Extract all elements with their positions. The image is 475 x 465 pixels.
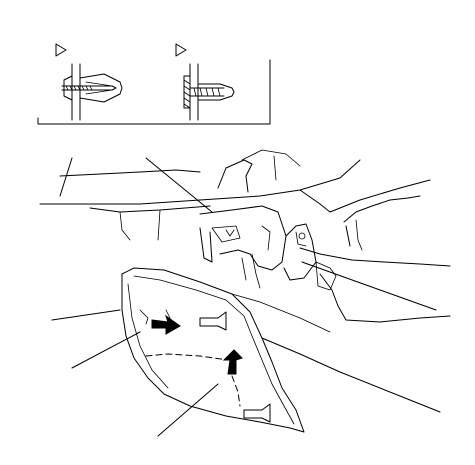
arrow-shape (151, 314, 181, 335)
clip-leg (85, 81, 113, 95)
dash-top-edge (59, 169, 201, 177)
dashboard-upper (39, 149, 431, 241)
cover-outline (121, 267, 305, 433)
callout-leader-6 (301, 261, 437, 311)
console-top (343, 195, 421, 223)
shelf-line-upper (231, 293, 331, 333)
clip-body (79, 73, 123, 103)
console-edge (299, 179, 431, 213)
pin-hatching (193, 87, 221, 97)
callout-leader-4 (71, 331, 141, 369)
callout-leader-5 (157, 383, 219, 437)
dash-vent-top (241, 149, 301, 167)
head-hatching (183, 79, 191, 109)
console-latch (315, 261, 337, 291)
callout-leader-2 (145, 157, 213, 213)
solid-up-arrow-icon (222, 349, 243, 375)
bracket-right (283, 223, 317, 281)
console-panel-top (299, 247, 451, 267)
shelf-line (261, 337, 441, 413)
console-post (345, 225, 351, 247)
cover-left-edge (127, 283, 169, 389)
callout-leader-3 (51, 309, 121, 321)
callout-leaders (51, 157, 437, 437)
outline-arrow-icon (243, 403, 271, 423)
clip-panel-left (55, 43, 123, 121)
bracket-arm-left (199, 227, 213, 263)
cover-inner-edge (133, 275, 295, 425)
callout-leader-1 (59, 157, 73, 197)
clip-head (63, 75, 73, 101)
dash-seam (273, 155, 277, 181)
center-bracket (199, 205, 317, 289)
clip-detail-inset (37, 43, 271, 125)
bracket-body (199, 205, 287, 271)
dash-vent (217, 159, 253, 193)
right-console (299, 195, 451, 323)
cover-fold-line (231, 375, 241, 407)
direction-arrows (151, 311, 271, 423)
bracket-clip (211, 225, 241, 243)
bracket-rib (261, 225, 271, 251)
triangle-marker-icon (55, 43, 67, 57)
solid-double-arrow-icon (151, 314, 181, 335)
pin-hatching (65, 85, 93, 91)
arrow-shape (222, 349, 243, 375)
triangle-marker-icon (175, 43, 187, 57)
inset-frame (37, 59, 271, 125)
bracket-tab (225, 229, 235, 237)
bracket-support (241, 253, 261, 289)
cover-fold-line (145, 353, 229, 361)
clip-body (197, 83, 235, 101)
bolt-icon (298, 232, 306, 240)
cover-clip (139, 309, 149, 325)
dash-underside (119, 209, 161, 241)
clip-panel-right (175, 43, 235, 121)
console-seam (355, 219, 363, 251)
cover-panel (121, 267, 305, 433)
dash-upper-edge (39, 159, 361, 205)
cover-clip (165, 309, 171, 319)
bracket-hole (295, 231, 307, 247)
dash-lower-edge (89, 205, 211, 213)
console-panel-lower (319, 273, 451, 323)
dashboard-illustration (39, 149, 451, 437)
outline-arrow-icon (199, 311, 227, 331)
